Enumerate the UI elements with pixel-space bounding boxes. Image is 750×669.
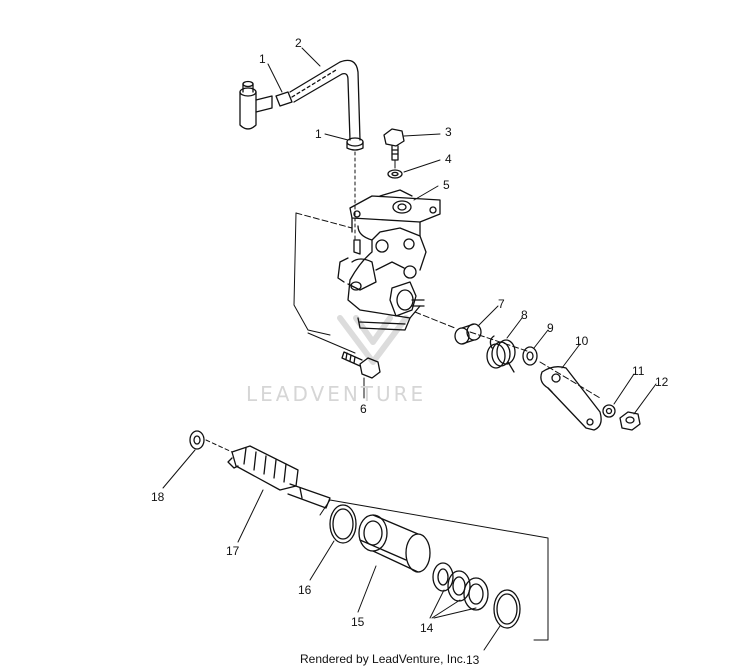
callout-label: 2 xyxy=(295,36,302,50)
callout-label: 4 xyxy=(445,152,452,166)
callout-label: 5 xyxy=(443,178,450,192)
part-washer-set xyxy=(432,562,489,611)
part-nut xyxy=(619,411,641,431)
part-washer-mid xyxy=(522,346,538,366)
watermark-logo-icon xyxy=(337,315,409,365)
part-fitting-primer xyxy=(239,80,293,130)
part-spring xyxy=(486,335,516,373)
callout-label: 1 xyxy=(315,127,322,141)
callout-label: 11 xyxy=(632,364,645,378)
watermark-text: LEADVENTURE xyxy=(246,382,427,406)
part-o-ring-small xyxy=(329,504,357,544)
part-sleeve-cylinder xyxy=(358,514,431,573)
part-lever-arm xyxy=(540,366,602,431)
leader-lines xyxy=(162,47,657,651)
callout-label: 12 xyxy=(655,375,669,389)
callout-label: 8 xyxy=(521,308,528,322)
callout-label: 17 xyxy=(226,544,240,558)
callout-label: 3 xyxy=(445,125,452,139)
part-bolt-top xyxy=(383,128,405,161)
part-bushing xyxy=(454,323,482,345)
assembly-frame-lines xyxy=(293,212,601,399)
part-washer-small xyxy=(387,169,403,179)
callout-label: 1 xyxy=(259,52,266,66)
part-thrust-washer xyxy=(189,430,205,450)
callout-label: 10 xyxy=(575,334,589,348)
footer-credit: Rendered by LeadVenture, Inc. xyxy=(300,652,467,666)
callout-label: 9 xyxy=(547,321,554,335)
callout-label: 7 xyxy=(498,297,505,311)
part-hose xyxy=(289,59,361,141)
callout-label: 13 xyxy=(466,653,480,667)
callout-label: 14 xyxy=(420,621,434,635)
part-washer-lock xyxy=(602,404,616,418)
callout-label: 16 xyxy=(298,583,312,597)
callout-label: 15 xyxy=(351,615,365,629)
part-drive-gear xyxy=(227,445,331,509)
part-oil-pump-body xyxy=(337,189,441,331)
callout-label: 6 xyxy=(360,402,367,416)
part-clamp xyxy=(346,137,364,151)
callout-label: 18 xyxy=(151,490,165,504)
part-bolt-lower xyxy=(341,351,381,379)
part-o-ring-large xyxy=(493,589,521,629)
